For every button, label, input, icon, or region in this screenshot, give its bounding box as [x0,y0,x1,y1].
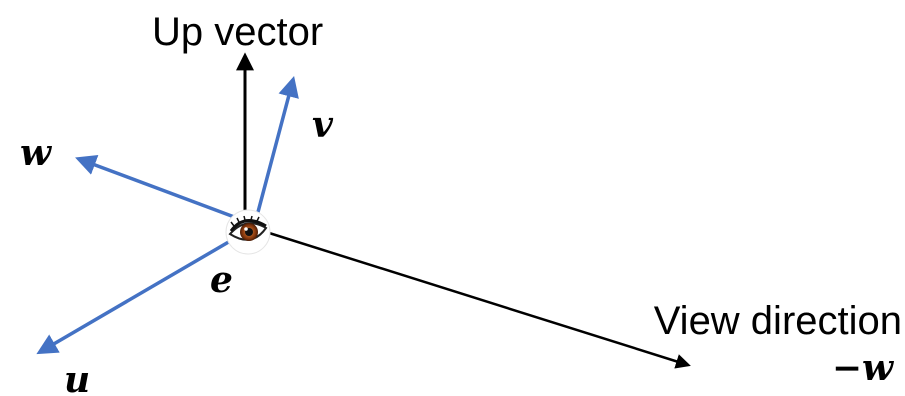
up-vector-label: Up vector [152,10,323,54]
v-axis-arrow [256,75,299,213]
u-axis-arrow [36,238,233,355]
view-direction-label: View direction [654,299,902,343]
w-label: w [20,132,53,174]
neg-w-label: −w [832,347,895,389]
e-label: e [210,259,233,301]
v-label: v [312,104,334,146]
eye-icon [225,209,271,255]
u-label: u [64,359,90,396]
view-direction-arrow [265,230,691,369]
w-axis-arrow [75,155,238,220]
